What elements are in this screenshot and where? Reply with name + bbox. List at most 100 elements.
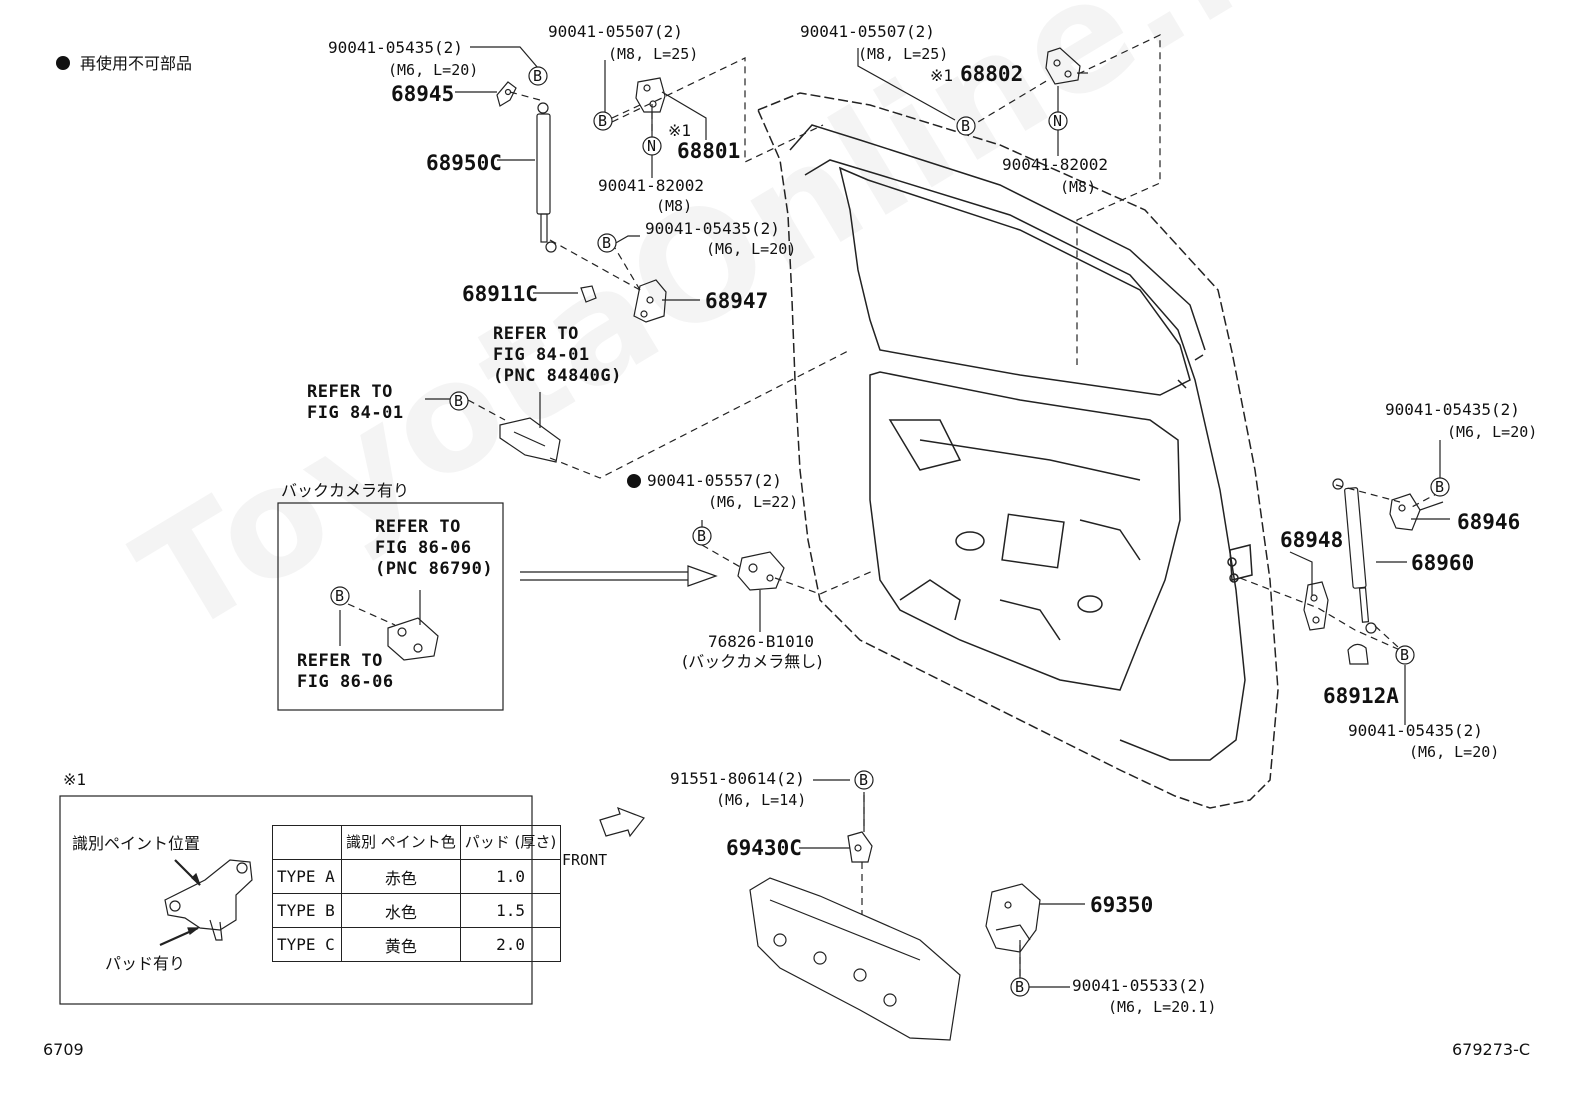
refer-fig-86-06: REFER TO FIG 86-06 [297, 651, 394, 692]
note-1-a: ※1 [668, 121, 692, 140]
nut-n-1: N [647, 137, 657, 155]
spec-m6-14: (M6, L=14) [716, 791, 807, 809]
table-header-cell [272, 825, 342, 860]
hinge-68802 [1045, 47, 1081, 85]
camera-arrow [520, 565, 718, 587]
part-69350: 69350 [1090, 893, 1154, 917]
part-90041-05435-mid: 90041-05435(2) [645, 219, 780, 238]
pad-present-label: パッド有り [105, 954, 186, 973]
back-door-outline [757, 92, 1279, 809]
part-90041-05435-bottom-right: 90041-05435(2) [1348, 721, 1483, 740]
table-header-cell: 識別 ペイント色 [341, 825, 461, 860]
lower-panel [749, 877, 961, 1041]
figure-number-left: 6709 [43, 1040, 84, 1059]
nut-n-2: N [1053, 112, 1063, 130]
hinge-detail [159, 859, 253, 947]
table-cell-color: 水色 [341, 893, 461, 928]
legend-text: 再使用不可部品 [80, 54, 193, 73]
table-header-row: 識別 ペイント色 パッド (厚さ) [272, 825, 562, 860]
note-1-b: ※1 [930, 66, 954, 85]
part-68946: 68946 [1457, 510, 1521, 534]
paint-type-table: 識別 ペイント色 パッド (厚さ) TYPE A 赤色 1.0 TYPE B 水… [272, 825, 562, 962]
camera-86790 [387, 617, 439, 661]
refer-fig-84-01-pnc-84840g: REFER TO FIG 84-01 (PNC 84840G) [493, 324, 622, 386]
bolt-b-5: B [454, 392, 464, 410]
hinge-68948 [1303, 581, 1329, 631]
camera-without-label: (バックカメラ無し) [682, 652, 823, 671]
bolt-b-10: B [859, 771, 869, 789]
part-90041-82002-b: 90041-82002 [1002, 155, 1108, 174]
spec-top-left: (M6, L=20) [388, 61, 479, 79]
spec-m6-20-1: (M6, L=20.1) [1108, 998, 1217, 1016]
table-cell-thickness: 1.0 [459, 859, 562, 894]
camera-inset-box [277, 502, 504, 711]
table-row: TYPE C 黄色 2.0 [272, 927, 562, 962]
part-90041-05507-a: 90041-05507(2) [548, 22, 683, 41]
part-68912a: 68912A [1323, 684, 1399, 708]
spec-m8-25-a: (M8, L=25) [608, 45, 699, 63]
part-68950c: 68950C [426, 151, 502, 175]
bolt-b-8: B [1435, 478, 1445, 496]
part-90041-05557: 90041-05557(2) [647, 471, 782, 490]
refer-fig-84-01: REFER TO FIG 84-01 [307, 382, 404, 423]
bolt-b-11: B [1015, 978, 1025, 996]
table-cell-color: 赤色 [341, 859, 461, 894]
part-68960: 68960 [1411, 551, 1475, 575]
table-cell-type: TYPE A [272, 859, 342, 894]
cushion-68911c [580, 285, 597, 303]
table-cell-type: TYPE C [272, 927, 342, 962]
camera-with-label: バックカメラ有り [281, 481, 410, 500]
bolt-b-4: B [961, 117, 971, 135]
table-header-cell: パッド (厚さ) [459, 825, 562, 860]
bolt-b-7: B [335, 587, 345, 605]
part-68947: 68947 [705, 289, 769, 313]
table-row: TYPE B 水色 1.5 [272, 893, 562, 928]
front-label: FRONT [562, 851, 608, 869]
part-91551-80614: 91551-80614(2) [670, 769, 805, 788]
lock-69350 [985, 883, 1041, 953]
bracket-68945 [496, 81, 517, 107]
part-90041-05435-top-left: 90041-05435(2) [328, 38, 463, 57]
part-68802: 68802 [960, 62, 1024, 86]
part-90041-05435-right: 90041-05435(2) [1385, 400, 1520, 419]
gas-strut-right [1332, 478, 1377, 634]
part-76826-b1010: 76826-B1010 [708, 632, 814, 651]
front-arrow [599, 806, 645, 838]
paint-position-label: 識別ペイント位置 [72, 834, 201, 853]
part-68945: 68945 [391, 82, 455, 106]
bolt-markers [330, 66, 1450, 997]
spec-m8-b: (M8) [1060, 178, 1097, 196]
spec-m6-22: (M6, L=22) [708, 493, 799, 511]
bracket-68947 [633, 279, 667, 323]
refer-fig-86-06-pnc-86790: REFER TO FIG 86-06 (PNC 86790) [375, 517, 494, 579]
bolt-b-6: B [697, 527, 707, 545]
part-68801: 68801 [677, 139, 741, 163]
bolt-b-2: B [598, 112, 608, 130]
hinge-68801 [635, 77, 666, 113]
part-68911c: 68911C [462, 282, 538, 306]
legend-dots [56, 56, 641, 488]
table-cell-color: 黄色 [341, 927, 461, 962]
part-68948: 68948 [1280, 528, 1344, 552]
handle-84840g [499, 417, 561, 463]
part-90041-05533: 90041-05533(2) [1072, 976, 1207, 995]
dashed-guides [347, 34, 1441, 978]
part-90041-82002-a: 90041-82002 [598, 176, 704, 195]
spec-m8-25-b: (M8, L=25) [858, 45, 949, 63]
cushion-68912a [1347, 643, 1369, 665]
figure-number-right: 679273-C [1452, 1040, 1531, 1059]
table-cell-thickness: 1.5 [459, 893, 562, 928]
part-90041-05507-b: 90041-05507(2) [800, 22, 935, 41]
spec-m6-20-mid: (M6, L=20) [706, 240, 797, 258]
note-1-box-label: ※1 [63, 770, 87, 789]
spec-m6-20-bottom-right: (M6, L=20) [1409, 743, 1500, 761]
spec-m8-a: (M8) [656, 197, 693, 215]
bracket-68946 [1389, 493, 1421, 531]
striker-69430c [847, 831, 873, 863]
bolt-b-3: B [602, 234, 612, 252]
table-cell-type: TYPE B [272, 893, 342, 928]
gas-strut-left [536, 102, 557, 253]
camera-bracket-76826 [737, 551, 785, 591]
